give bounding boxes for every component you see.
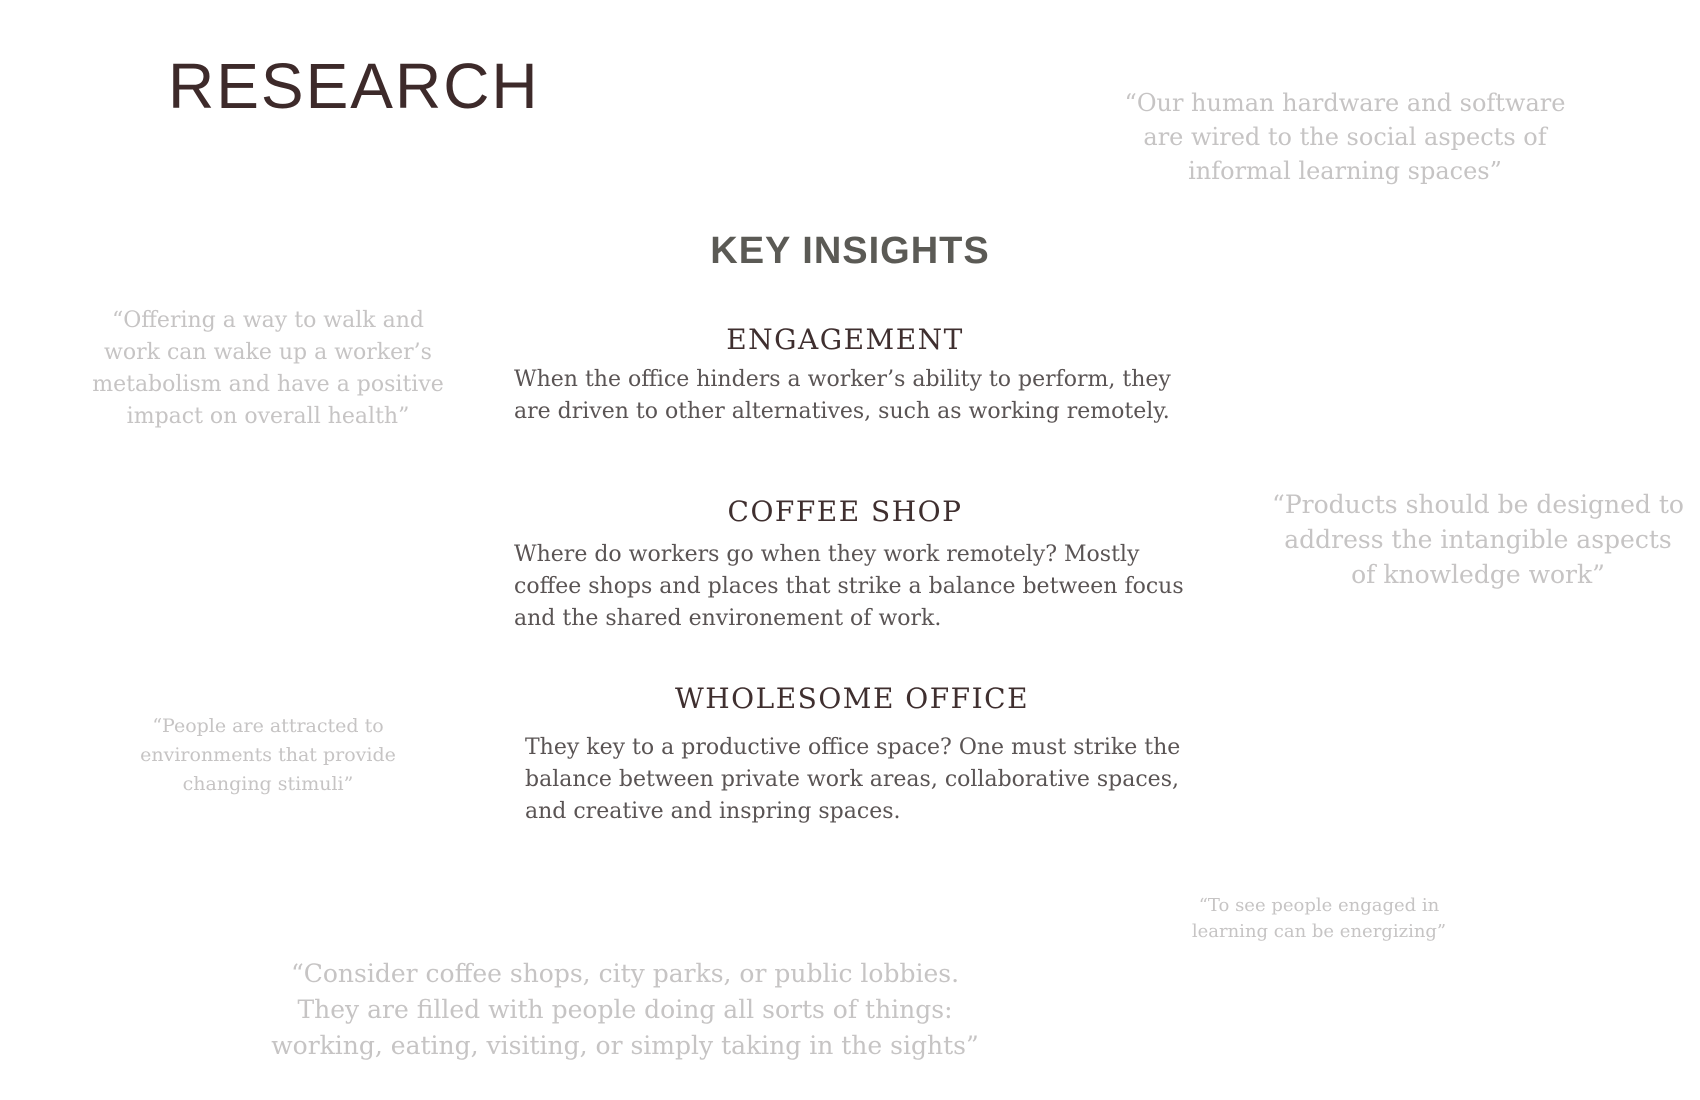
quote-line: changing stimuli” xyxy=(182,773,354,795)
quote-line: metabolism and have a positive xyxy=(92,372,444,397)
quote-line: informal learning spaces” xyxy=(1188,157,1502,185)
quote-line: “To see people engaged in xyxy=(1198,895,1440,916)
insight-body-engagement: When the office hinders a worker’s abili… xyxy=(514,364,1171,428)
pull-quote-coffee-shops-parks: “Consider coffee shops, city parks, or p… xyxy=(240,956,1010,1064)
page-title: RESEARCH xyxy=(168,50,540,122)
insight-title-coffee-shop: COFFEE SHOP xyxy=(727,495,963,528)
quote-line: They are filled with people doing all so… xyxy=(297,995,953,1024)
pull-quote-changing-stimuli: “People are attracted to environments th… xyxy=(115,712,421,799)
insight-body-coffee-shop: Where do workers go when they work remot… xyxy=(514,539,1184,635)
key-insights-heading: KEY INSIGHTS xyxy=(710,230,990,272)
quote-line: “Our human hardware and software xyxy=(1124,89,1566,117)
quote-line: “Consider coffee shops, city parks, or p… xyxy=(290,959,960,988)
quote-line: environments that provide xyxy=(140,744,396,766)
quote-line: are wired to the social aspects of xyxy=(1143,123,1547,151)
insight-line: They key to a productive office space? O… xyxy=(525,735,1181,760)
quote-line: “Offering a way to walk and xyxy=(112,308,424,333)
quote-line: “Products should be designed to xyxy=(1272,490,1684,519)
pull-quote-products: “Products should be designed to address … xyxy=(1254,487,1700,592)
insight-line: are driven to other alternatives, such a… xyxy=(514,399,1170,424)
insight-line: and creative and inspring spaces. xyxy=(525,799,901,824)
insight-title-engagement: ENGAGEMENT xyxy=(726,323,964,356)
quote-line: working, eating, visiting, or simply tak… xyxy=(271,1031,979,1060)
pull-quote-walk-and-work: “Offering a way to walk and work can wak… xyxy=(62,305,474,433)
insight-line: Where do workers go when they work remot… xyxy=(514,542,1140,567)
insight-line: coffee shops and places that strike a ba… xyxy=(514,574,1184,599)
quote-line: impact on overall health” xyxy=(126,404,410,429)
quote-line: work can wake up a worker’s xyxy=(104,340,432,365)
insight-line: When the office hinders a worker’s abili… xyxy=(514,367,1171,392)
insight-line: balance between private work areas, coll… xyxy=(525,767,1179,792)
pull-quote-energizing: “To see people engaged in learning can b… xyxy=(1168,893,1470,945)
insight-title-wholesome-office: WHOLESOME OFFICE xyxy=(674,682,1030,715)
insight-line: and the shared environement of work. xyxy=(514,606,942,631)
quote-line: of knowledge work” xyxy=(1351,560,1605,589)
pull-quote-human-hardware: “Our human hardware and software are wir… xyxy=(1093,86,1597,188)
quote-line: “People are attracted to xyxy=(152,715,384,737)
insight-body-wholesome-office: They key to a productive office space? O… xyxy=(525,732,1180,828)
quote-line: address the intangible aspects xyxy=(1284,525,1672,554)
quote-line: learning can be energizing” xyxy=(1191,921,1447,942)
